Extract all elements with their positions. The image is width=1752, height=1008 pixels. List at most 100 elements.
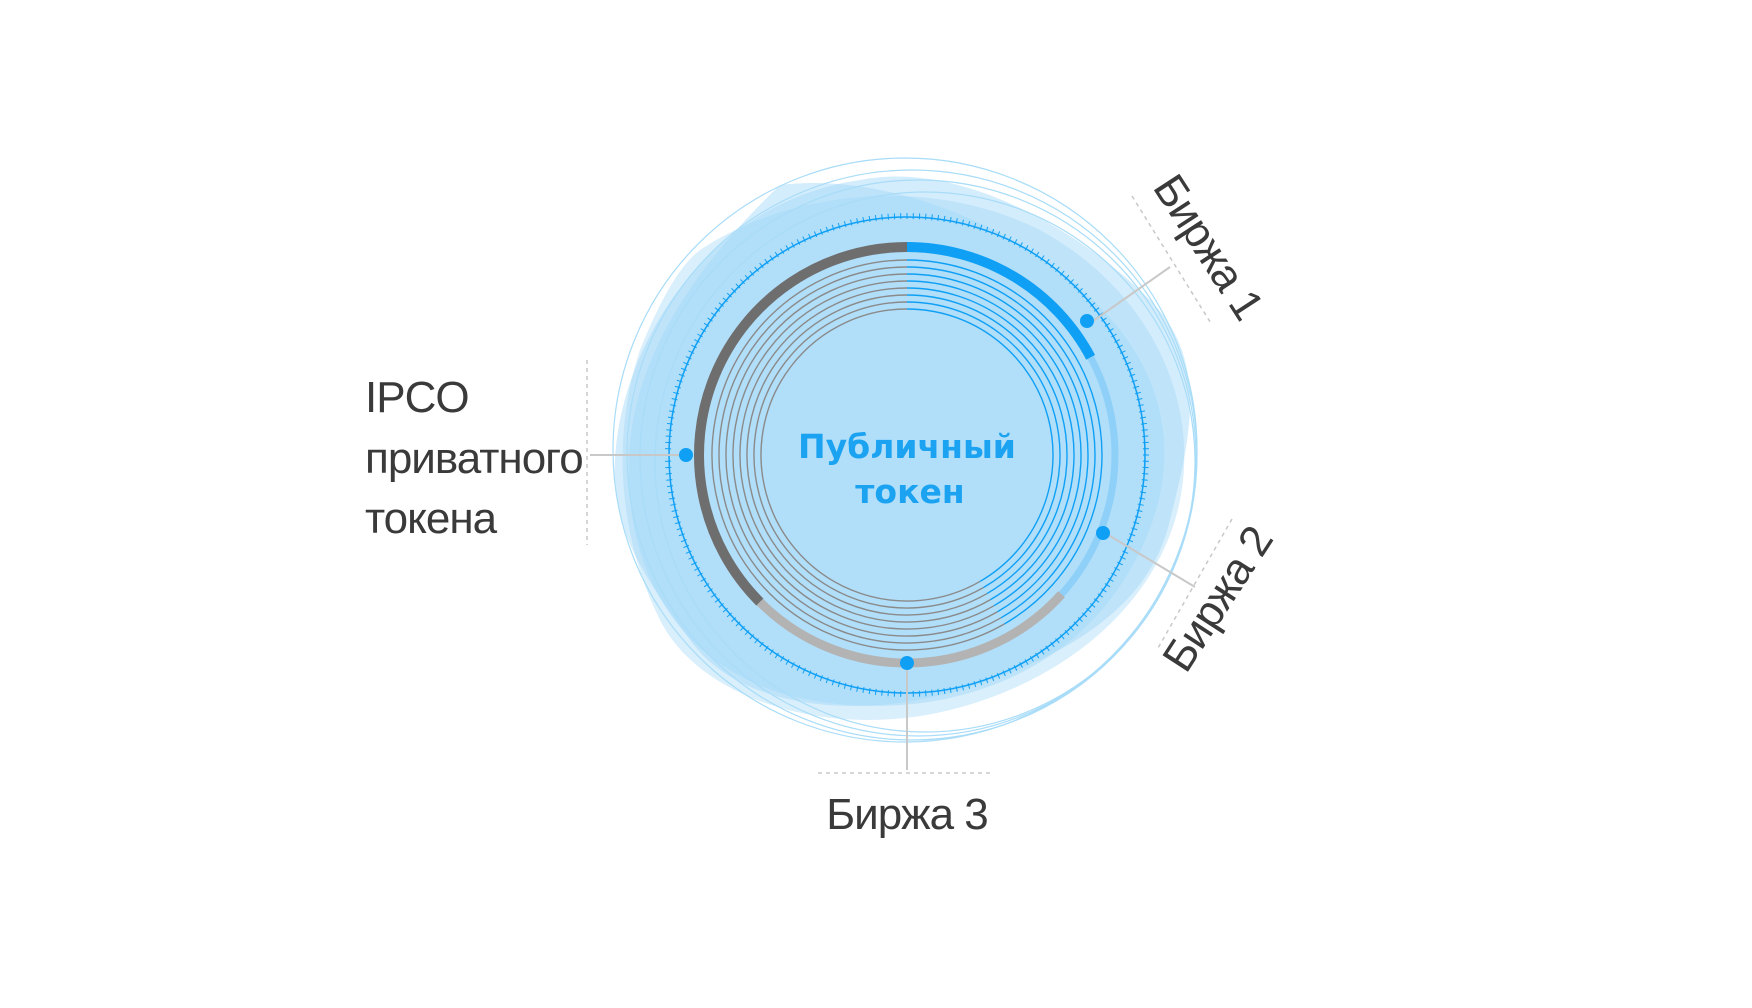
tick-mark bbox=[697, 572, 703, 577]
tick-mark bbox=[714, 307, 721, 312]
tick-mark bbox=[1082, 292, 1088, 298]
tick-mark bbox=[1117, 561, 1123, 566]
inner-ring-gray bbox=[746, 294, 988, 616]
tick-mark bbox=[680, 367, 687, 371]
tick-mark bbox=[1019, 242, 1023, 248]
tick-mark bbox=[1137, 404, 1144, 407]
tick-mark bbox=[1141, 479, 1148, 481]
tick-mark bbox=[691, 561, 697, 566]
tick-mark bbox=[735, 283, 741, 289]
tick-mark bbox=[1082, 612, 1088, 618]
tick-mark bbox=[1013, 665, 1018, 671]
tick-mark bbox=[685, 550, 692, 554]
tick-mark bbox=[1035, 251, 1040, 258]
tick-mark bbox=[764, 258, 769, 265]
tick-mark bbox=[1002, 670, 1006, 677]
tick-mark bbox=[769, 255, 774, 261]
tick-mark bbox=[1133, 385, 1140, 389]
tick-mark bbox=[1124, 361, 1131, 366]
tick-mark bbox=[1129, 533, 1136, 537]
tick-mark bbox=[837, 681, 841, 688]
inner-ring-gray bbox=[711, 259, 1005, 651]
tick-mark bbox=[1140, 422, 1147, 425]
inner-ring-gray bbox=[725, 273, 998, 637]
tick-mark bbox=[1035, 652, 1040, 659]
tick-mark bbox=[759, 641, 764, 648]
tick-mark bbox=[1059, 270, 1065, 276]
tick-mark bbox=[1114, 567, 1120, 571]
tick-mark bbox=[825, 677, 829, 684]
tick-mark bbox=[802, 236, 806, 243]
tick-mark bbox=[967, 682, 971, 689]
inner-ring-blue bbox=[906, 266, 1096, 619]
inner-ring-gray bbox=[732, 280, 995, 630]
tick-mark bbox=[759, 262, 764, 269]
tick-mark bbox=[710, 312, 717, 317]
tick-mark bbox=[1134, 391, 1141, 395]
tick-mark bbox=[1029, 655, 1034, 662]
tick-mark bbox=[881, 689, 883, 696]
tick-mark bbox=[674, 385, 681, 389]
tick-mark bbox=[931, 689, 933, 696]
tick-mark bbox=[666, 429, 673, 431]
tick-mark bbox=[749, 634, 755, 640]
tick-mark bbox=[673, 391, 680, 395]
tick-mark bbox=[1101, 317, 1107, 322]
tick-mark bbox=[1104, 583, 1111, 588]
outer-ring bbox=[612, 157, 1198, 743]
inner-ring-gray bbox=[739, 287, 991, 623]
tick-mark bbox=[1064, 274, 1070, 280]
tick-mark bbox=[791, 242, 795, 248]
tick-mark bbox=[1107, 328, 1114, 333]
tick-mark bbox=[744, 274, 750, 280]
tick-mark bbox=[819, 675, 823, 682]
marker-dot-exchange1 bbox=[1080, 314, 1094, 328]
tick-mark bbox=[991, 228, 995, 235]
tick-mark bbox=[813, 672, 818, 679]
tick-mark bbox=[1064, 630, 1070, 636]
tick-mark bbox=[937, 688, 940, 695]
tick-mark bbox=[949, 686, 952, 694]
tick-mark bbox=[813, 231, 818, 238]
tick-mark bbox=[996, 672, 1001, 679]
tick-mark bbox=[744, 630, 750, 636]
tick-mark bbox=[676, 527, 683, 531]
tick-mark bbox=[683, 544, 690, 549]
tick-mark bbox=[1134, 515, 1141, 519]
tick-mark bbox=[1090, 603, 1096, 608]
tick-mark bbox=[1073, 283, 1079, 289]
ipco-label-line-2: приватного bbox=[365, 434, 583, 483]
tick-mark bbox=[667, 485, 674, 488]
tick-mark bbox=[874, 688, 877, 695]
tick-mark bbox=[667, 491, 674, 494]
tick-mark bbox=[973, 222, 977, 229]
segment-ipco-dark bbox=[694, 242, 908, 606]
tick-mark bbox=[1024, 245, 1029, 251]
tick-mark bbox=[1122, 356, 1129, 360]
tick-mark bbox=[874, 215, 877, 222]
tick-mark bbox=[1138, 410, 1146, 413]
tick-mark bbox=[802, 667, 806, 674]
inner-ring-blue bbox=[906, 301, 1061, 589]
ipco-label-line-1: IPCO bbox=[365, 373, 469, 422]
dashed-separators bbox=[586, 195, 1233, 774]
tick-mark bbox=[731, 288, 737, 293]
tick-mark bbox=[671, 509, 678, 512]
tick-mark bbox=[967, 221, 971, 228]
tick-mark bbox=[1117, 344, 1123, 349]
tick-mark bbox=[1008, 236, 1012, 243]
tick-mark bbox=[1019, 662, 1023, 668]
tick-mark bbox=[754, 266, 759, 272]
tick-mark bbox=[1069, 625, 1074, 631]
tick-mark bbox=[856, 685, 859, 692]
tick-mark bbox=[1140, 491, 1147, 494]
tick-mark bbox=[1050, 641, 1055, 648]
tick-mark bbox=[979, 679, 983, 686]
tick-mark bbox=[714, 598, 721, 603]
tick-mark bbox=[1045, 258, 1050, 265]
marker-dot-exchange2 bbox=[1096, 526, 1110, 540]
tick-mark bbox=[1008, 667, 1012, 674]
tick-mark bbox=[1119, 350, 1126, 354]
tick-mark bbox=[1136, 509, 1143, 512]
tick-mark bbox=[688, 350, 695, 354]
